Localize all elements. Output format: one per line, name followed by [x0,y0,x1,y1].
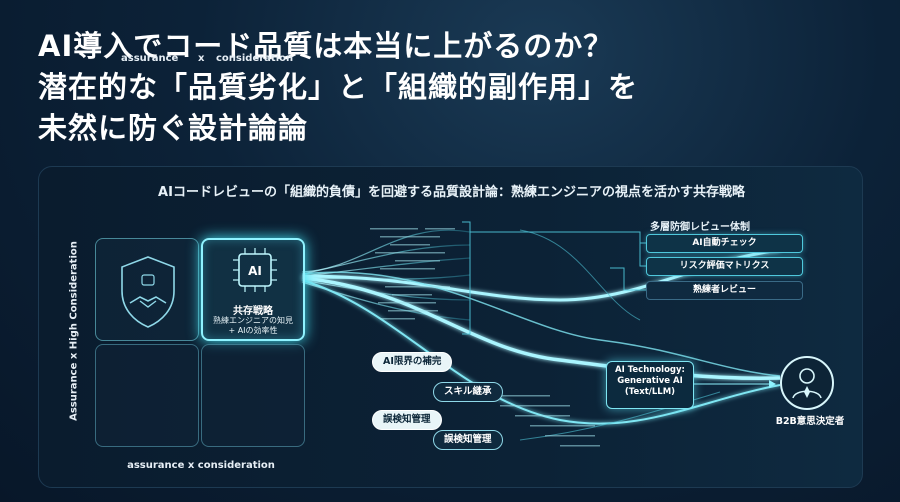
quadrant-top-left [95,238,199,341]
bubble-skill-transfer: スキル継承 [433,382,503,402]
review-layers-title: 多層防御レビュー体制 [650,222,750,233]
decision-connector [694,380,776,388]
headline: AI導入でコード品質は本当に上がるのか？ 潜在的な「品質劣化」と「組織的副作用」… [38,26,858,149]
decision-maker-label: B2B意思決定者 [775,416,845,427]
headline-line-2: 潜在的な「品質劣化」と「組織的副作用」を [38,70,639,104]
layer-connectors [462,221,646,335]
layer-risk-matrix: リスク評価マトリクス [646,257,803,276]
ai-technology-box: AI Technology: Generative AI (Text/LLM) [606,361,694,409]
bubble-ai-limit-complement: AI限界の補完 [372,352,453,372]
user-tie-icon [780,356,834,410]
code-text-stream [370,228,600,447]
layer-ai-auto-check: AI自動チェック [646,234,803,253]
bubble-false-positive-mgmt: 誤検知管理 [372,410,442,430]
strategy-description: 熟練エンジニアの知見 + AIの効率性 [213,316,293,335]
quadrant-bottom-right [201,344,305,447]
quadrant-coexistence-strategy: AI 共存戦略 熟練エンジニアの知見 + AIの効率性 [201,238,305,341]
axis-label-assurance: assurance [121,53,179,64]
headline-line-1: AI導入でコード品質は本当に上がるのか？ [38,29,614,63]
layer-expert-review: 熟練者レビュー [646,281,803,300]
quadrant-bottom-left [95,344,199,447]
shield-handshake-icon [121,256,175,328]
axis-cross: x [198,53,205,64]
strategy-title: 共存戦略 [233,306,273,317]
axis-label-consideration: consideration [216,53,294,64]
ai-chip-icon: AI [233,248,277,292]
panel-title: AIコードレビューの「組織的負債」を回避する品質設計論：熟練エンジニアの視点を活… [158,185,745,200]
axis-label-bottom: assurance x consideration [127,460,275,471]
headline-line-3: 未然に防ぐ設計論論 [38,111,309,145]
ai-chip-text: AI [248,264,262,278]
bubble-false-positive-mgmt-2: 誤検知管理 [433,430,503,450]
axis-label-left: Assurance x High Consideration [68,241,80,421]
